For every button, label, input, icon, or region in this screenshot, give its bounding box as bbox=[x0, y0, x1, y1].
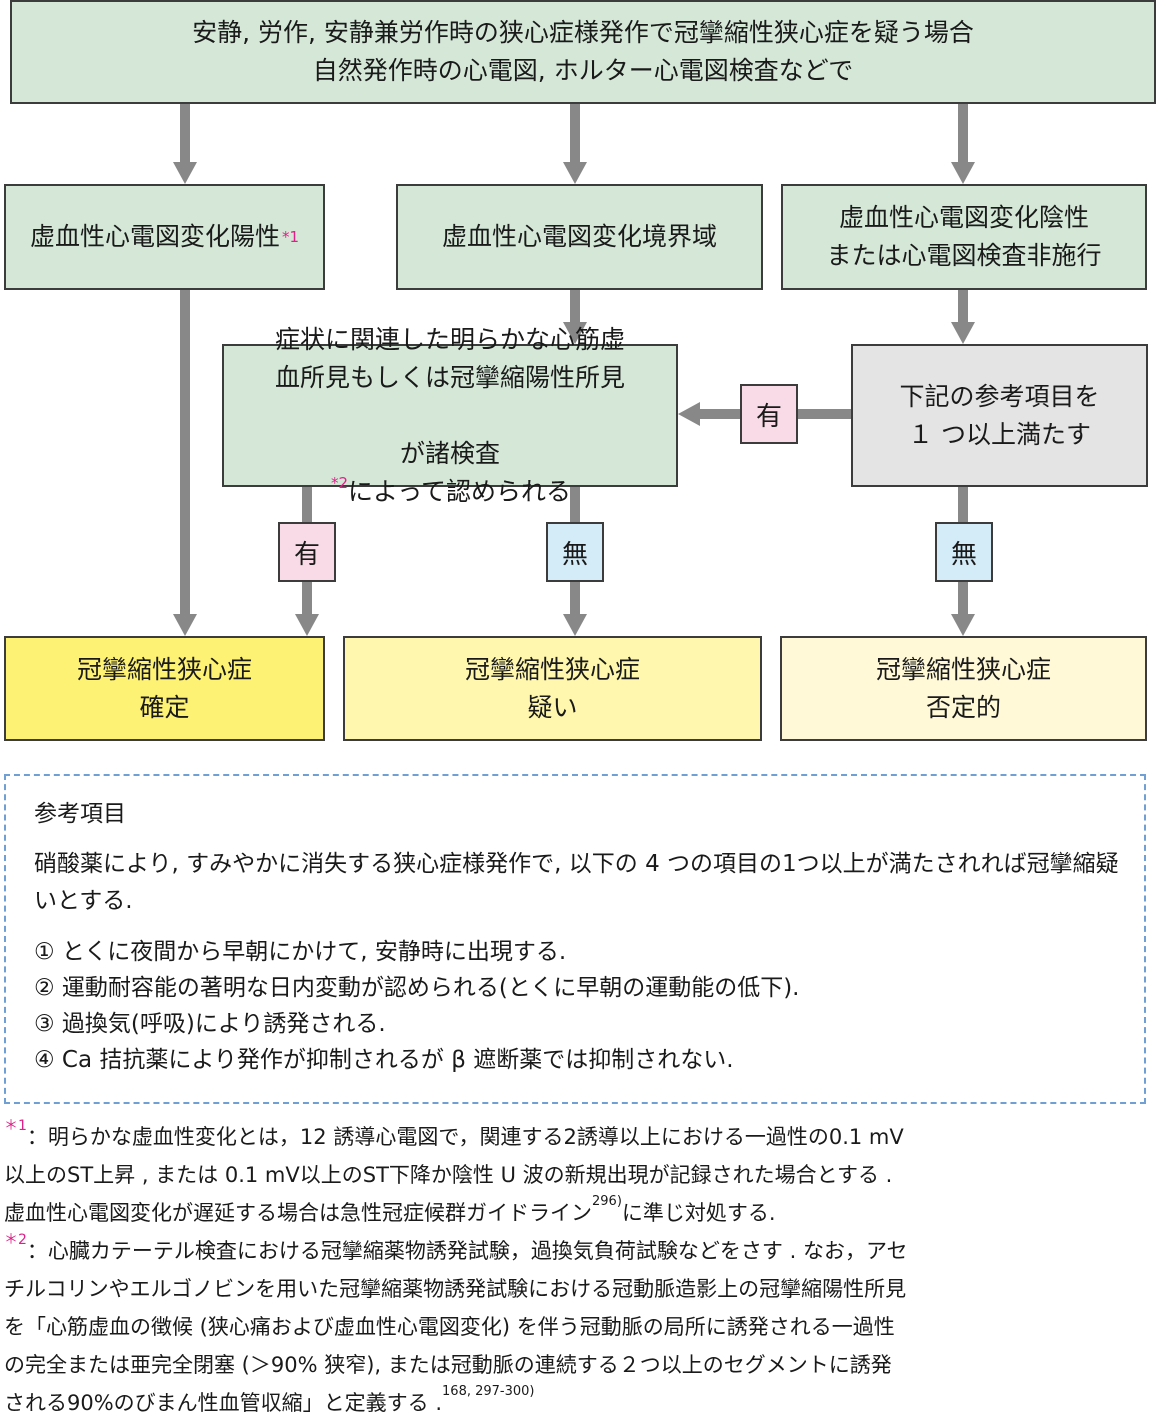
reference-list: ① とくに夜間から早朝にかけて, 安静時に出現する. ② 運動耐容能の著明な日内… bbox=[34, 934, 800, 1078]
criteria-line2: １ つ以上満たす bbox=[908, 419, 1091, 449]
footnote-2-line4: の完全または亜完全閉塞 (＞90% 狭窄), または冠動脈の連続する２つ以上のセ… bbox=[4, 1353, 892, 1377]
arrow-head-icon bbox=[951, 322, 975, 344]
arrow-top-to-negative bbox=[958, 104, 968, 164]
outcome-confirmed-box: 冠攣縮性狭心症 確定 bbox=[4, 636, 325, 741]
findings-line3-pre: が諸検査 bbox=[399, 438, 500, 468]
reference-item: ① とくに夜間から早朝にかけて, 安静時に出現する. bbox=[34, 939, 567, 965]
arrow-borderline-to-findings bbox=[570, 290, 580, 324]
initial-suspicion-line1: 安静, 労作, 安静兼労作時の狭心症様発作で冠攣縮性狭心症を疑う場合 bbox=[192, 18, 974, 47]
footnote-1-mark: ＊1 bbox=[4, 1118, 27, 1134]
findings-line1: 症状に関連した明らかな心筋虚 bbox=[274, 324, 625, 354]
ecg-borderline-box: 虚血性心電図変化境界域 bbox=[396, 184, 763, 290]
footnote-2-line5-pre: される90%のびまん性血管収縮」と定義する . bbox=[4, 1391, 443, 1415]
footnote-2-mark: ＊2 bbox=[4, 1232, 27, 1248]
reference-item: ③ 過換気(呼吸)により誘発される. bbox=[34, 1011, 386, 1037]
citation: 296) bbox=[592, 1194, 622, 1209]
no-tag-criteria: 無 bbox=[935, 522, 993, 582]
outcome-negative-line2: 否定的 bbox=[925, 692, 1001, 722]
outcome-confirmed-line1: 冠攣縮性狭心症 bbox=[76, 654, 252, 684]
footnote-2-text: ：心臓カテーテル検査における冠攣縮薬物誘発試験，過換気負荷試験などをさす . な… bbox=[26, 1239, 908, 1263]
arrow-head-icon bbox=[173, 162, 197, 184]
reference-item: ④ Ca 拮抗薬により発作が抑制されるが β 遮断薬では抑制されない. bbox=[34, 1047, 734, 1073]
footnote-1-line2: 以上のST上昇 , または 0.1 mV以上のST下降か陰性 U 波の新規出現が… bbox=[4, 1163, 893, 1187]
criteria-box: 下記の参考項目を １ つ以上満たす bbox=[851, 344, 1148, 487]
findings-line3-post: によって認められる bbox=[348, 476, 572, 506]
footnote-1-line1: ＊1：明らかな虚血性変化とは，12 誘導心電図で，関連する2誘導以上における一過… bbox=[4, 1118, 1164, 1156]
no-tag-label: 無 bbox=[561, 539, 588, 570]
arrow-top-to-borderline bbox=[570, 104, 580, 164]
arrow-head-left-icon bbox=[678, 402, 700, 426]
ecg-borderline-label: 虚血性心電図変化境界域 bbox=[441, 222, 717, 251]
outcome-negative-box: 冠攣縮性狭心症 否定的 bbox=[780, 636, 1147, 741]
ecg-positive-label: 虚血性心電図変化陽性 bbox=[29, 222, 280, 251]
reference-title: 参考項目 bbox=[34, 801, 126, 827]
footnote-2-line3: を「心筋虚血の徴候 (狭心痛および虚血性心電図変化) を伴う冠動脈の局所に誘発さ… bbox=[4, 1315, 895, 1339]
footnote-2-line1: ＊2：心臓カテーテル検査における冠攣縮薬物誘発試験，過換気負荷試験などをさす .… bbox=[4, 1232, 1164, 1270]
ecg-positive-box: 虚血性心電図変化陽性*1 bbox=[4, 184, 325, 290]
ecg-negative-line1: 虚血性心電図変化陰性 bbox=[838, 203, 1089, 232]
no-tag-findings: 無 bbox=[546, 522, 604, 582]
criteria-line1: 下記の参考項目を bbox=[899, 381, 1100, 411]
arrow-negative-to-criteria bbox=[958, 290, 968, 324]
citation: 168, 297-300) bbox=[442, 1384, 535, 1399]
arrow-head-icon bbox=[295, 614, 319, 636]
ecg-negative-line2: または心電図検査非施行 bbox=[826, 241, 1102, 270]
yes-tag-label: 有 bbox=[293, 539, 320, 570]
footnote-1-line3-pre: 虚血性心電図変化が遅延する場合は急性冠症候群ガイドライン bbox=[4, 1201, 592, 1225]
footnote-mark-2: *2 bbox=[330, 473, 349, 492]
outcome-confirmed-line2: 確定 bbox=[139, 692, 190, 722]
arrow-head-icon bbox=[563, 322, 587, 344]
arrow-positive-to-confirmed bbox=[180, 290, 190, 616]
initial-suspicion-line2: 自然発作時の心電図, ホルター心電図検査などで bbox=[312, 56, 854, 85]
yes-tag-findings: 有 bbox=[278, 522, 336, 582]
findings-line3: が諸検査 *2によって認められる bbox=[329, 397, 571, 511]
findings-line2: 血所見もしくは冠攣縮陽性所見 bbox=[274, 362, 625, 392]
arrow-head-icon bbox=[173, 614, 197, 636]
footnote-mark-1: *1 bbox=[281, 228, 300, 246]
footnotes: ＊1：明らかな虚血性変化とは，12 誘導心電図で，関連する2誘導以上における一過… bbox=[4, 1118, 1164, 1422]
arrow-head-icon bbox=[951, 162, 975, 184]
footnote-2-line5: される90%のびまん性血管収縮」と定義する .168, 297-300) bbox=[4, 1384, 1164, 1422]
outcome-suspected-box: 冠攣縮性狭心症 疑い bbox=[343, 636, 762, 741]
ecg-negative-box: 虚血性心電図変化陰性 または心電図検査非施行 bbox=[781, 184, 1147, 290]
outcome-suspected-line1: 冠攣縮性狭心症 bbox=[464, 654, 640, 684]
outcome-negative-line1: 冠攣縮性狭心症 bbox=[875, 654, 1051, 684]
arrow-top-to-positive bbox=[180, 104, 190, 164]
footnote-2-line2: チルコリンやエルゴノビンを用いた冠攣縮薬物誘発試験における冠動脈造影上の冠攣縮陽… bbox=[4, 1277, 907, 1301]
no-tag-label: 無 bbox=[950, 539, 977, 570]
footnote-1-line3-post: に準じ対処する. bbox=[621, 1201, 776, 1225]
initial-suspicion-box: 安静, 労作, 安静兼労作時の狭心症様発作で冠攣縮性狭心症を疑う場合 自然発作時… bbox=[10, 0, 1156, 104]
footnote-1-text: ：明らかな虚血性変化とは，12 誘導心電図で，関連する2誘導以上における一過性の… bbox=[26, 1125, 904, 1149]
outcome-suspected-line2: 疑い bbox=[527, 692, 578, 722]
findings-box: 症状に関連した明らかな心筋虚 血所見もしくは冠攣縮陽性所見 が諸検査 *2によっ… bbox=[222, 325, 678, 506]
arrow-head-icon bbox=[563, 614, 587, 636]
reference-item: ② 運動耐容能の著明な日内変動が認められる(とくに早朝の運動能の低下). bbox=[34, 975, 800, 1001]
reference-intro: 硝酸薬により, すみやかに消失する狭心症様発作で, 以下の 4 つの項目の1つ以… bbox=[34, 851, 1119, 914]
arrow-head-icon bbox=[951, 614, 975, 636]
footnote-1-line3: 虚血性心電図変化が遅延する場合は急性冠症候群ガイドライン296)に準じ対処する. bbox=[4, 1194, 1164, 1232]
yes-tag-label: 有 bbox=[755, 401, 782, 432]
arrow-head-icon bbox=[563, 162, 587, 184]
yes-tag-criteria: 有 bbox=[740, 384, 798, 444]
reference-box: 参考項目 硝酸薬により, すみやかに消失する狭心症様発作で, 以下の 4 つの項… bbox=[4, 774, 1146, 1104]
